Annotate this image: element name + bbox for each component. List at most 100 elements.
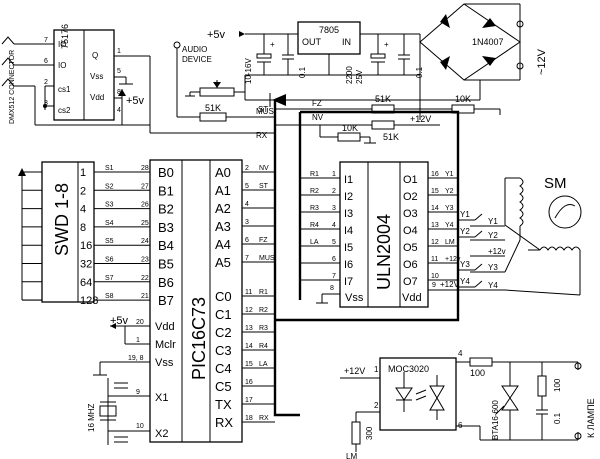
- net-mus: MUS: [256, 107, 274, 116]
- pic-port-b-pin: B3: [158, 220, 174, 235]
- pin-number: 2: [245, 165, 249, 172]
- chip-pic16c73: [149, 159, 243, 443]
- pin-number: 3: [44, 100, 48, 107]
- pic-port-a-pin: A2: [215, 201, 231, 216]
- resistor-10k-nv: [337, 132, 361, 142]
- pin-number: 16: [431, 171, 439, 178]
- chip-uln2004: [339, 161, 429, 308]
- pic-port-c-net: LA: [259, 361, 268, 368]
- pin-number: 25: [141, 220, 149, 227]
- svg-text:+: +: [384, 40, 389, 49]
- connector-plug: [1, 36, 15, 45]
- pic-port-a-net: FZ: [259, 237, 268, 244]
- dmx-io1-label: IO: [58, 40, 66, 49]
- swd-line-label: S2: [105, 183, 114, 190]
- resistor-100-snub: [537, 375, 547, 397]
- pin-number: 8: [330, 285, 334, 292]
- cap-label: 0.1: [298, 66, 307, 78]
- wire: [504, 224, 541, 251]
- pin-number: 15: [431, 188, 439, 195]
- pin-number: 4: [245, 201, 249, 208]
- dmx-connector-label: DMX512 CONNECTOR: [9, 50, 16, 124]
- uln-label: ULN2004: [374, 214, 394, 290]
- resistor-label: 10K: [455, 94, 471, 104]
- pin-number: 2: [332, 188, 336, 195]
- dmx-cs1-label: cs1: [58, 85, 71, 94]
- pic-x1: X1: [155, 392, 168, 404]
- triac-section: MOC3020 +12V 2 1 4 6 300 LM 100 BTA16-60…: [340, 349, 596, 459]
- pin-number: 6: [245, 237, 249, 244]
- pin-number: 4: [117, 107, 121, 114]
- swd-label: SWD 1-8: [52, 183, 72, 256]
- crystal: [99, 405, 117, 417]
- pin-number: 1: [136, 337, 140, 344]
- pin-number: 10: [136, 423, 144, 430]
- swd-weight: 8: [80, 222, 86, 234]
- uln-output-net: Y3: [445, 205, 454, 212]
- connector-plug: [1, 78, 15, 87]
- net-rx: RX: [256, 131, 268, 140]
- pin-number: 12: [431, 239, 439, 246]
- uln-input-pin: I3: [344, 208, 353, 220]
- pin-number: 28: [141, 165, 149, 172]
- pic-port-b-pin: B7: [158, 293, 174, 308]
- uln-input-net: R1: [310, 171, 319, 178]
- swd-weight: 64: [80, 277, 92, 289]
- uln-output-pin: O5: [403, 242, 418, 254]
- pin-number: 4: [332, 222, 336, 229]
- pic-port-a-pin: A5: [215, 255, 231, 270]
- pic-port-a-pin: A3: [215, 219, 231, 234]
- uln-input-net: R3: [310, 205, 319, 212]
- regulator-out: OUT: [302, 37, 322, 47]
- pic-port-a-pin: A4: [215, 237, 231, 252]
- pic-port-b-pin: B0: [158, 165, 174, 180]
- uln-output-net: +12v: [445, 256, 461, 263]
- uln-output-net: Y4: [445, 222, 454, 229]
- swd-weight: 2: [80, 185, 86, 197]
- resistor-51k-mus: [199, 112, 227, 122]
- pin-number: 9: [136, 389, 140, 396]
- uln-output-pin: O1: [403, 174, 418, 186]
- uln-output-net: Y1: [445, 171, 454, 178]
- pin-number: 14: [431, 205, 439, 212]
- pic-port-c-pin: C3: [215, 343, 232, 358]
- wire: [504, 289, 581, 296]
- motor-coil-2: [539, 246, 581, 251]
- resistor-100: [469, 357, 493, 367]
- net-nv: NV: [312, 113, 324, 122]
- audio-label-2: DEVICE: [182, 55, 212, 64]
- swd-line-label: S6: [105, 257, 114, 264]
- pin-number: 13: [245, 325, 253, 332]
- pin-number: 7: [245, 255, 249, 262]
- resistor-label: 51K: [205, 103, 221, 113]
- swd-weight: 128: [80, 295, 98, 307]
- resistor-51k-nv: [371, 120, 395, 130]
- swd-switch-body: [41, 161, 95, 303]
- resistor-label: 10K: [342, 123, 358, 133]
- motor-label: SM: [544, 175, 567, 192]
- pic-port-b-pin: B4: [158, 238, 174, 253]
- swd-line-label: S7: [105, 275, 114, 282]
- swd-line-label: S1: [105, 165, 114, 172]
- regulator-label: 7805: [319, 25, 339, 35]
- motor-phase-label: Y2: [460, 227, 470, 236]
- pic-port-b-pin: B1: [158, 183, 174, 198]
- wire: [474, 263, 483, 271]
- wire: [474, 213, 483, 221]
- dmx-vdd-label: Vdd: [90, 93, 104, 102]
- pin-number: 27: [141, 183, 149, 190]
- motor-wire-label: Y1: [488, 217, 498, 226]
- cap-label: 10-16V: [244, 58, 253, 84]
- pic-port-b-pin: B6: [158, 275, 174, 290]
- pic-port-c-net: RX: [259, 415, 269, 422]
- uln-input-net: R4: [310, 222, 319, 229]
- pin-number: 13: [431, 222, 439, 229]
- pic-port-c-net: R1: [259, 289, 268, 296]
- uln-input-net: R2: [310, 188, 319, 195]
- audio-section: AUDIO DEVICE 51K MUS RX: [173, 41, 275, 140]
- pin-number: 1: [117, 48, 121, 55]
- opto-moc3020: [379, 357, 457, 431]
